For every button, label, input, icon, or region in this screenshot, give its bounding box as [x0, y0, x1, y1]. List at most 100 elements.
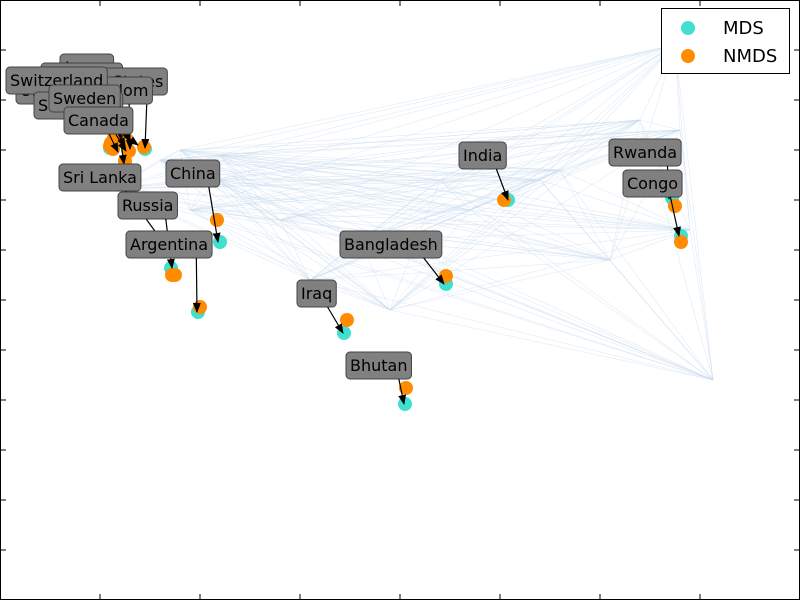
- network-edge: [159, 159, 691, 231]
- nmds-point-united-kingdom: [137, 140, 151, 154]
- network-edge: [217, 179, 714, 381]
- annotation-rwanda: Rwanda: [608, 138, 682, 200]
- network-edge: [159, 129, 681, 161]
- annotation-arrow-bangladesh: [423, 257, 445, 285]
- network-edge: [539, 179, 691, 231]
- network-edge: [189, 179, 441, 211]
- annotation-box-rwanda: [608, 138, 682, 167]
- network-edge: [219, 154, 471, 211]
- nmds-point-bhutan: [399, 381, 413, 395]
- annotation-label-congo: Congo: [627, 174, 678, 193]
- network-edge: [279, 209, 471, 221]
- annotation-box-india: [458, 141, 507, 170]
- annotation-arrow-china: [208, 186, 221, 243]
- network-edge: [689, 229, 714, 381]
- network-edge: [279, 119, 641, 221]
- annotation-india: India: [458, 141, 509, 201]
- annotation-label-iraq: Iraq: [301, 284, 332, 303]
- network-edge: [389, 229, 691, 311]
- network-edge: [219, 44, 676, 156]
- network-edge: [674, 44, 691, 231]
- legend-label-nmds: NMDS: [723, 46, 777, 67]
- legend-box: [661, 8, 790, 74]
- network-edge: [219, 154, 361, 241]
- network-edge: [179, 129, 681, 151]
- network-edge: [189, 169, 561, 211]
- annotation-china: China: [165, 159, 221, 243]
- annotation-iraq: Iraq: [296, 279, 344, 334]
- annotation-box-bhutan: [345, 351, 412, 380]
- annotation-arrow-iraq: [327, 306, 344, 334]
- network-edge: [279, 219, 691, 231]
- network-edge: [389, 209, 471, 311]
- network-edge: [112, 188, 611, 261]
- legend-marker-nmds: [681, 49, 695, 63]
- annotation-box-china: [165, 159, 221, 188]
- network-edge: [219, 154, 441, 181]
- network-edge: [389, 44, 676, 311]
- legend-label-mds: MDS: [723, 18, 764, 39]
- network-edge: [159, 159, 714, 381]
- annotation-label-india: India: [463, 146, 502, 165]
- network-edge: [639, 119, 681, 131]
- nmds-point-rwanda: [668, 199, 682, 213]
- network-edge: [439, 179, 691, 231]
- network-edge: [439, 179, 611, 261]
- annotation-box-sri-lanka: [58, 163, 142, 192]
- annotation-arrow-canada: [118, 133, 127, 165]
- network-edge: [469, 169, 561, 211]
- network-edge: [389, 309, 714, 381]
- network-edge: [159, 119, 641, 161]
- nmds-point-congo: [674, 235, 688, 249]
- network-edge: [279, 219, 311, 281]
- network-edge: [469, 119, 641, 211]
- network-edge: [219, 154, 281, 221]
- annotation-box-bangladesh: [339, 230, 443, 259]
- network-edge: [559, 169, 714, 381]
- network-edge: [389, 179, 541, 311]
- annotation-label-russia: Russia: [122, 196, 173, 215]
- network-edge: [189, 209, 391, 311]
- network-edge: [679, 129, 691, 231]
- network-edge: [189, 129, 681, 211]
- annotation-bangladesh: Bangladesh: [339, 230, 445, 285]
- network-edge: [279, 44, 676, 221]
- network-edge: [359, 169, 561, 241]
- network-edge: [217, 179, 691, 231]
- annotation-label-sweden: Sweden: [53, 89, 116, 108]
- network-edge: [539, 44, 676, 181]
- nmds-point-russia: [168, 268, 182, 282]
- annotation-box-congo: [622, 169, 683, 198]
- network-edge: [179, 149, 611, 261]
- network-edge: [189, 119, 641, 211]
- network-edge: [469, 209, 714, 381]
- legend: MDS NMDS: [661, 8, 790, 74]
- annotation-argentina: Argentina: [125, 230, 213, 313]
- network-edge: [389, 169, 561, 311]
- network-edge: [559, 119, 641, 171]
- network-edge: [359, 44, 676, 241]
- annotation-label-sri-lanka: Sri Lanka: [63, 168, 137, 187]
- network-edge: [439, 169, 561, 181]
- network-edge: [217, 179, 391, 311]
- network-edge: [189, 209, 311, 281]
- network-edge: [159, 149, 181, 161]
- annotation-box-russia: [117, 191, 178, 220]
- annotation-arrow-argentina: [192, 257, 201, 313]
- nmds-point-china: [210, 213, 224, 227]
- annotation-box-canada: [63, 106, 134, 135]
- network-edge: [389, 259, 611, 311]
- network-edge: [217, 179, 471, 211]
- network-edge: [217, 44, 676, 181]
- network-edge: [469, 44, 676, 211]
- network-edge: [309, 279, 714, 381]
- annotation-sri-lanka: Sri Lanka: [58, 163, 166, 246]
- network-edge: [469, 209, 691, 231]
- annotation-label-rwanda: Rwanda: [613, 143, 677, 162]
- network-edge: [674, 44, 714, 381]
- annotation-label-bangladesh: Bangladesh: [344, 235, 438, 254]
- network-edge: [159, 44, 676, 161]
- network-edge: [189, 209, 714, 381]
